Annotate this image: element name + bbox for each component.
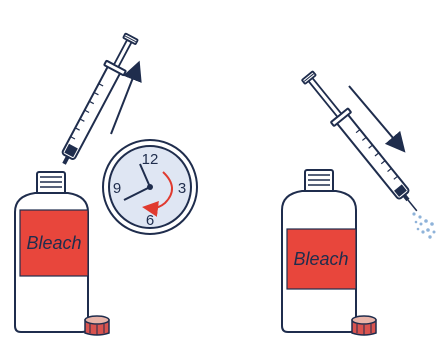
syringe-icon [301,70,418,212]
right-panel: Bleach [281,70,436,336]
clock-number-9: 9 [113,180,121,197]
arrow-up-icon [110,60,142,135]
bottle-cap-icon [351,315,377,336]
bottle-label-text: Bleach [26,233,81,253]
bottle-cap-icon [84,315,110,336]
bleach-bottle-icon: Bleach [281,169,357,333]
arrow-down-icon [348,85,406,153]
clock-number-12: 12 [142,151,159,168]
left-panel: Bleach [14,32,198,336]
bleach-bottle-icon: Bleach [14,171,89,333]
syringe-icon [61,32,139,165]
clock-number-3: 3 [178,180,186,197]
bottle-label-text: Bleach [293,249,348,269]
spray-droplets-icon [412,212,436,239]
clock-icon: 12 3 6 9 [102,139,198,235]
clock-number-6: 6 [146,212,154,229]
clock-rotation-arrow [142,171,173,217]
